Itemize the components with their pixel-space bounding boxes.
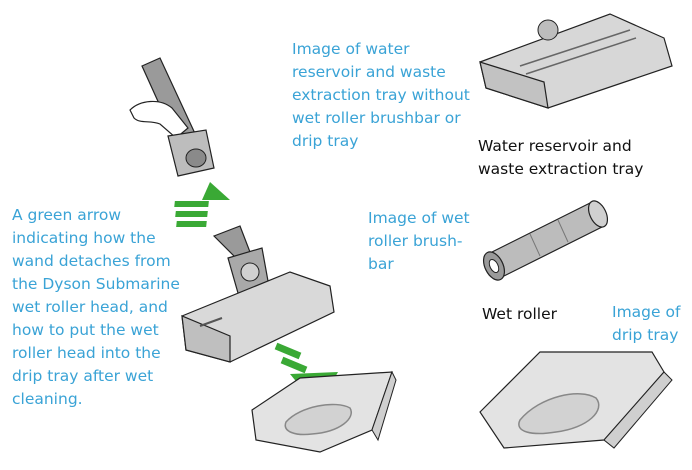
drip-tray-description-line: Image of: [612, 303, 681, 321]
reservoir-description-line: extraction tray without: [292, 86, 470, 104]
up-arrow-icon: [174, 182, 230, 227]
drip-tray-illustration-left: [251, 370, 397, 453]
arrow-description-line: indicating how the: [12, 229, 156, 247]
drip-tray-illustration-right: [479, 351, 673, 449]
water-reservoir-illustration: [479, 13, 673, 109]
arrow-description-line: A green arrow: [12, 206, 122, 224]
arrow-description-line: wet roller head, and: [12, 298, 168, 316]
reservoir-label-line: Water reservoir and: [478, 137, 632, 155]
reservoir-label: Water reservoir and waste extraction tra…: [478, 135, 643, 181]
roller-description-line: bar: [368, 255, 394, 273]
arrow-description-line: roller head into the: [12, 344, 161, 362]
arrow-description-line: wand detaches from: [12, 252, 171, 270]
arrow-description-line: how to put the wet: [12, 321, 159, 339]
drip-tray-description: Image of drip tray: [612, 301, 680, 347]
roller-description: Image of wet roller brush- bar: [368, 207, 470, 276]
wet-roller-head-illustration: [181, 225, 335, 363]
arrow-description: A green arrow indicating how the wand de…: [12, 204, 180, 411]
roller-description-line: Image of wet: [368, 209, 470, 227]
drip-tray-description-line: drip tray: [612, 326, 679, 344]
roller-label: Wet roller: [482, 303, 557, 326]
arrow-description-line: drip tray after wet: [12, 367, 154, 385]
reservoir-description-line: reservoir and waste: [292, 63, 446, 81]
reservoir-description-line: wet roller brushbar or: [292, 109, 461, 127]
wand-illustration: [129, 57, 215, 177]
roller-description-line: roller brush-: [368, 232, 463, 250]
reservoir-description-line: Image of water: [292, 40, 410, 58]
wet-roller-illustration: [482, 200, 609, 281]
arrow-description-line: the Dyson Submarine: [12, 275, 180, 293]
arrow-description-line: cleaning.: [12, 390, 83, 408]
reservoir-description-line: drip tray: [292, 132, 359, 150]
reservoir-description: Image of water reservoir and waste extra…: [292, 38, 470, 153]
roller-label-line: Wet roller: [482, 305, 557, 323]
reservoir-label-line: waste extraction tray: [478, 160, 644, 178]
